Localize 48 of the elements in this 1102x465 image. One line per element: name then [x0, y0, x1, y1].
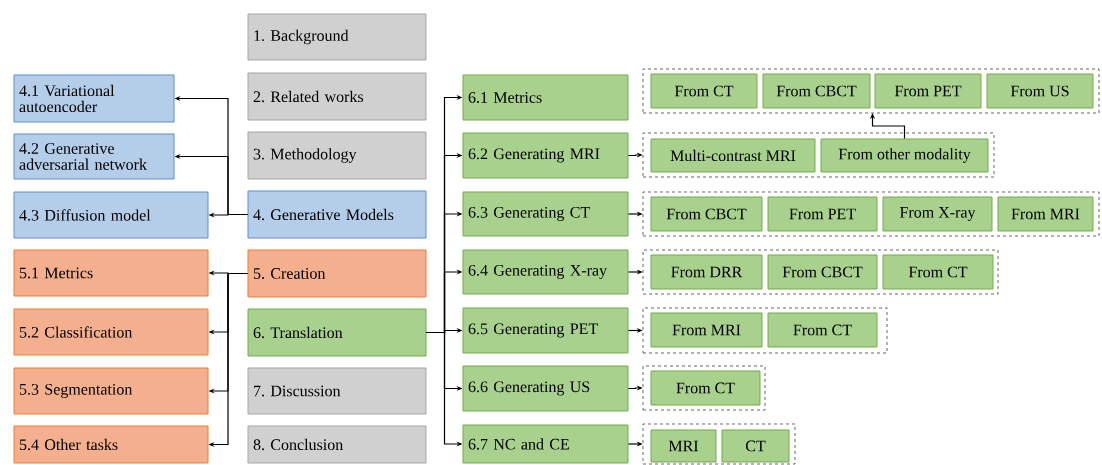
modality-box: CT — [721, 429, 790, 463]
section-box: 6.4 Generating X-ray — [462, 249, 629, 295]
section-box: 6. Translation — [247, 308, 427, 357]
section-box: 6.1 Metrics — [462, 74, 629, 121]
section-box: 6.5 Generating PET — [462, 307, 629, 354]
dashed-group-box — [642, 249, 999, 295]
section-box: 5.3 Segmentation — [13, 367, 209, 415]
dashed-group-box — [642, 423, 796, 465]
modality-box: From CT — [650, 73, 758, 109]
modality-box: From X-ray — [882, 196, 993, 232]
dashed-group-box — [642, 365, 766, 411]
dashed-group-box — [642, 132, 995, 178]
modality-box: From CBCT — [650, 196, 763, 232]
modality-box: From DRR — [650, 254, 763, 290]
section-box: 4.3 Diffusion model — [13, 191, 209, 239]
modality-box: From US — [986, 73, 1094, 109]
section-box: 6.3 Generating CT — [462, 191, 629, 237]
modality-box: From MRI — [650, 312, 763, 348]
modality-box: From CT — [650, 370, 761, 406]
section-box: 3. Methodology — [247, 131, 427, 180]
section-box: 4.2 Generative adversarial network — [13, 133, 175, 180]
modality-box: From MRI — [997, 196, 1094, 232]
modality-box: From other modality — [820, 138, 989, 173]
modality-box: From PET — [767, 196, 878, 232]
section-box: 5.4 Other tasks — [13, 425, 209, 464]
dashed-group-box — [642, 191, 1100, 237]
section-box: 8. Conclusion — [247, 425, 427, 464]
section-box: 2. Related works — [247, 72, 427, 121]
section-box: 6.7 NC and CE — [462, 424, 629, 464]
section-box: 4.1 Variational autoencoder — [13, 74, 175, 123]
section-box: 4. Generative Models — [247, 190, 427, 239]
modality-box: MRI — [650, 429, 717, 463]
dashed-group-box — [642, 68, 1100, 114]
section-box: 6.2 Generating MRI — [462, 132, 629, 179]
section-box: 6.6 Generating US — [462, 365, 629, 412]
modality-box: From PET — [874, 73, 982, 109]
section-box: 5.1 Metrics — [13, 249, 209, 297]
modality-box: From CBCT — [767, 254, 878, 290]
modality-box: From CT — [767, 312, 878, 348]
section-box: 5. Creation — [247, 249, 427, 298]
dashed-group-box — [642, 307, 888, 354]
modality-box: From CBCT — [762, 73, 871, 109]
modality-box: From CT — [882, 254, 994, 290]
section-box: 7. Discussion — [247, 367, 427, 415]
modality-box: Multi-contrast MRI — [650, 138, 816, 173]
section-box: 1. Background — [247, 13, 427, 61]
section-box: 5.2 Classification — [13, 308, 209, 356]
arrow — [869, 113, 906, 140]
